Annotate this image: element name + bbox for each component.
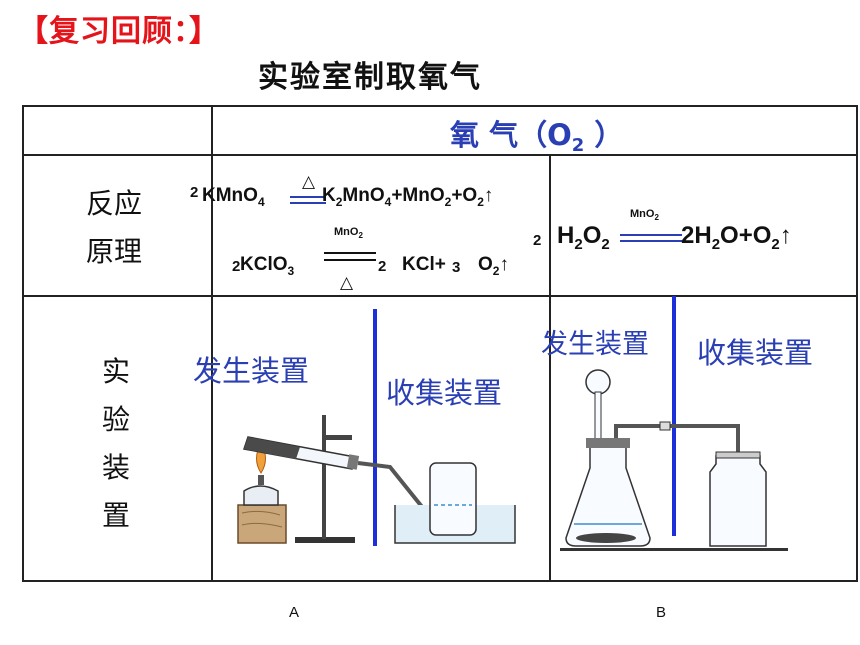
- h2o2-products: 2H2O+O2↑: [681, 222, 792, 253]
- oxygen-header: 氧 气（O2 ）: [450, 118, 624, 156]
- kclo3-coefficient: 2: [232, 258, 241, 275]
- apparatus-label-char-2: 验: [102, 403, 131, 436]
- kmno4-equal-sign: [290, 196, 326, 204]
- table-column-divider-1: [211, 105, 213, 582]
- generation-apparatus-label-a: 发生装置: [193, 354, 310, 388]
- apparatus-b-illustration: [560, 369, 788, 551]
- h2o2-catalyst: MnO2: [630, 208, 659, 223]
- kmno4-reactant: KMnO4: [202, 185, 265, 209]
- generation-apparatus-label-b: 发生装置: [541, 329, 649, 360]
- kmno4-coefficient: 2: [190, 184, 199, 201]
- apparatus-label-char-1: 实: [102, 355, 131, 388]
- h2o2-coefficient: 2: [533, 232, 542, 249]
- main-title: 实验室制取氧气: [258, 60, 482, 95]
- table-row-divider-2: [22, 295, 858, 297]
- label-b: B: [656, 604, 667, 621]
- kclo3-product-kcl: KCl+: [402, 254, 446, 275]
- collection-apparatus-label-b: 收集装置: [697, 336, 814, 370]
- table-frame: [22, 105, 858, 582]
- apparatus-divider-a: [373, 309, 377, 546]
- kclo3-equal-sign: [324, 252, 376, 261]
- h2o2-reactant: H2O2: [557, 222, 610, 253]
- heat-triangle-icon: △: [340, 273, 354, 293]
- kclo3-catalyst: MnO2: [334, 226, 363, 241]
- apparatus-divider-b: [672, 296, 676, 536]
- principle-label-1: 反应: [86, 187, 143, 220]
- kclo3-reactant: KClO3: [240, 254, 295, 278]
- table-row-divider-1: [22, 154, 858, 156]
- kclo3-product-coefficient: 2: [378, 258, 387, 275]
- apparatus-label-char-3: 装: [102, 451, 131, 484]
- label-a: A: [289, 604, 300, 621]
- principle-label-2: 原理: [86, 235, 143, 268]
- heat-triangle-icon: △: [302, 172, 316, 192]
- apparatus-a-illustration: [237, 415, 516, 544]
- collection-apparatus-label-a: 收集装置: [386, 376, 503, 410]
- kclo3-o2-coefficient: 3: [452, 259, 461, 276]
- apparatus-label-char-4: 置: [102, 499, 131, 532]
- review-title: 【复习回顾：】: [18, 14, 220, 49]
- table-column-divider-2: [549, 155, 551, 582]
- kclo3-product-o2: O2↑: [478, 254, 509, 278]
- kmno4-products: K2MnO4+MnO2+O2↑: [322, 185, 494, 209]
- h2o2-equal-sign: [620, 234, 682, 242]
